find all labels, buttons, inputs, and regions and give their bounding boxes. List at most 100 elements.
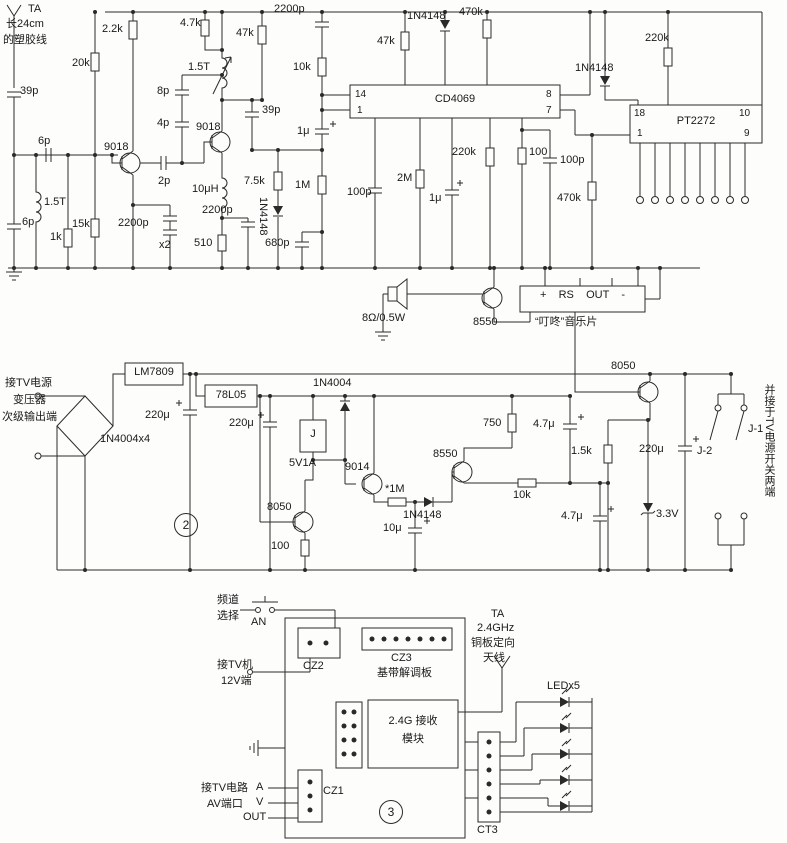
ic1-pin-7: 7: [546, 105, 552, 116]
ic-pt2272: PT2272: [676, 115, 716, 127]
antenna2-ta: TA: [491, 608, 505, 620]
res-10k-a: 10k: [293, 61, 311, 73]
button-an: AN: [251, 616, 267, 628]
contact-j1: J-1: [748, 423, 764, 435]
tv-12v-note-2: 12V端: [221, 675, 252, 687]
connector-ct3: CT3: [477, 824, 498, 836]
input-note-1: 接TV电源: [5, 377, 53, 389]
cap-2200p-c: 2200p: [274, 3, 305, 15]
channel-note-2: 选择: [217, 610, 239, 622]
res-470k-b: 470k: [557, 192, 581, 204]
baseband-board-name: 基带解调板: [377, 667, 432, 679]
circuit-2-badge: 2: [174, 513, 198, 537]
cap-39p-a: 39p: [20, 85, 39, 97]
connector-cz2: CZ2: [303, 660, 324, 672]
cap-680p: 680p: [265, 237, 290, 249]
cap-4p: 4p: [157, 117, 170, 129]
cap-6p-a: 6p: [38, 135, 51, 147]
res-2k2: 2.2k: [102, 23, 123, 35]
transistor-8550-b: 8550: [433, 448, 458, 460]
ic2-pin-18: 18: [634, 108, 646, 119]
res-1m-star: *1M: [385, 483, 405, 495]
music-chip-pins: + RS OUT -: [539, 289, 626, 301]
connector-cz3: CZ3: [391, 652, 412, 664]
pin-v: V: [256, 796, 264, 808]
res-1k5: 1.5k: [571, 445, 592, 457]
ic-cd4069: CD4069: [434, 93, 476, 105]
cap-220u-c: 220μ: [639, 443, 664, 455]
antenna2-freq: 2.4GHz: [477, 622, 515, 634]
res-47k-b: 47k: [236, 27, 254, 39]
cap-1u-a: 1μ: [297, 125, 310, 137]
cap-100p-a: 100p: [347, 186, 372, 198]
cap-39p-b: 39p: [262, 104, 281, 116]
res-47k-c: 47k: [377, 35, 395, 47]
transistor-8050-a: 8050: [611, 360, 636, 372]
regulator-lm7809: LM7809: [134, 366, 174, 378]
cap-2200p-b: 2200p: [202, 204, 233, 216]
res-10k-b: 10k: [513, 489, 531, 501]
relay-j: J: [310, 428, 316, 440]
res-15k: 15k: [72, 218, 90, 230]
rx-module-name-1: 2.4G 接收: [388, 715, 438, 727]
diode-1n4148-b: 1N4148: [407, 10, 446, 22]
ic2-pin-1: 1: [637, 128, 643, 139]
cap-x2-note: x2: [159, 239, 171, 251]
diode-1n4004: 1N4004: [313, 377, 352, 389]
cap-6p-b: 6p: [22, 216, 35, 228]
ic2-pin-10: 10: [739, 108, 751, 119]
bridge-1n4004x4: 1N4004x4: [100, 433, 151, 445]
channel-note-1: 频道: [217, 594, 239, 606]
res-1m: 1M: [295, 179, 311, 191]
res-100-a: 100: [529, 146, 548, 158]
diode-1n4148-d: 1N4148: [403, 509, 442, 521]
regulator-78l05: 78L05: [215, 389, 247, 401]
res-20k: 20k: [72, 57, 90, 69]
transistor-9014: 9014: [345, 461, 370, 473]
cap-8p: 8p: [157, 85, 170, 97]
cap-100p-b: 100p: [560, 154, 585, 166]
switch-note-vertical: 并接于TV电源开关两端: [763, 384, 775, 498]
res-220k-a: 220k: [452, 146, 476, 158]
coil-10uh: 10μH: [192, 183, 219, 195]
transistor-9018-b: 9018: [196, 121, 221, 133]
cap-220u-b: 220μ: [229, 417, 254, 429]
cap-4u7-b: 4.7μ: [561, 510, 583, 522]
cap-2200p-x2: 2200p: [118, 217, 149, 229]
res-220k-b: 220k: [645, 32, 669, 44]
coil-1t5-b: 1.5T: [188, 61, 211, 73]
cap-1u-b: 1μ: [429, 192, 442, 204]
res-750: 750: [483, 417, 502, 429]
ic1-pin-8: 8: [546, 89, 552, 100]
antenna2-name: 天线: [483, 652, 505, 664]
cap-2p: 2p: [158, 175, 171, 187]
ic1-pin-14: 14: [355, 89, 367, 100]
input-note-2: 变压器: [13, 394, 46, 406]
antenna1-label: TA: [28, 3, 42, 15]
led-x5-label: LEDx5: [547, 680, 581, 692]
av-note-1: 接TV电路: [201, 782, 249, 794]
res-2m: 2M: [397, 172, 413, 184]
contact-j2: J-2: [697, 445, 713, 457]
rx-module-name-2: 模块: [402, 733, 424, 745]
pin-out: OUT: [243, 811, 267, 823]
antenna2-type: 铜板定向: [471, 637, 515, 649]
transistor-8050-b: 8050: [267, 501, 292, 513]
tv-12v-note-1: 接TV机: [217, 659, 254, 671]
antenna1-note-2: 的塑胶线: [3, 34, 47, 46]
ic1-pin-1: 1: [357, 105, 363, 116]
res-100-b: 100: [271, 540, 290, 552]
res-470k-a: 470k: [459, 6, 483, 18]
relay-rating-5v1a: 5V1A: [289, 457, 316, 469]
input-note-3: 次级输出端: [2, 411, 57, 423]
music-chip-name: “叮咚”音乐片: [535, 316, 598, 328]
ic2-pin-9: 9: [744, 128, 750, 139]
antenna1-note-1: 长24cm: [6, 18, 44, 30]
connector-cz1: CZ1: [323, 785, 344, 797]
speaker-label: 8Ω/0.5W: [362, 312, 406, 324]
res-510: 510: [194, 237, 213, 249]
av-note-2: AV端口: [207, 798, 243, 810]
cap-4u7-a: 4.7μ: [533, 418, 555, 430]
